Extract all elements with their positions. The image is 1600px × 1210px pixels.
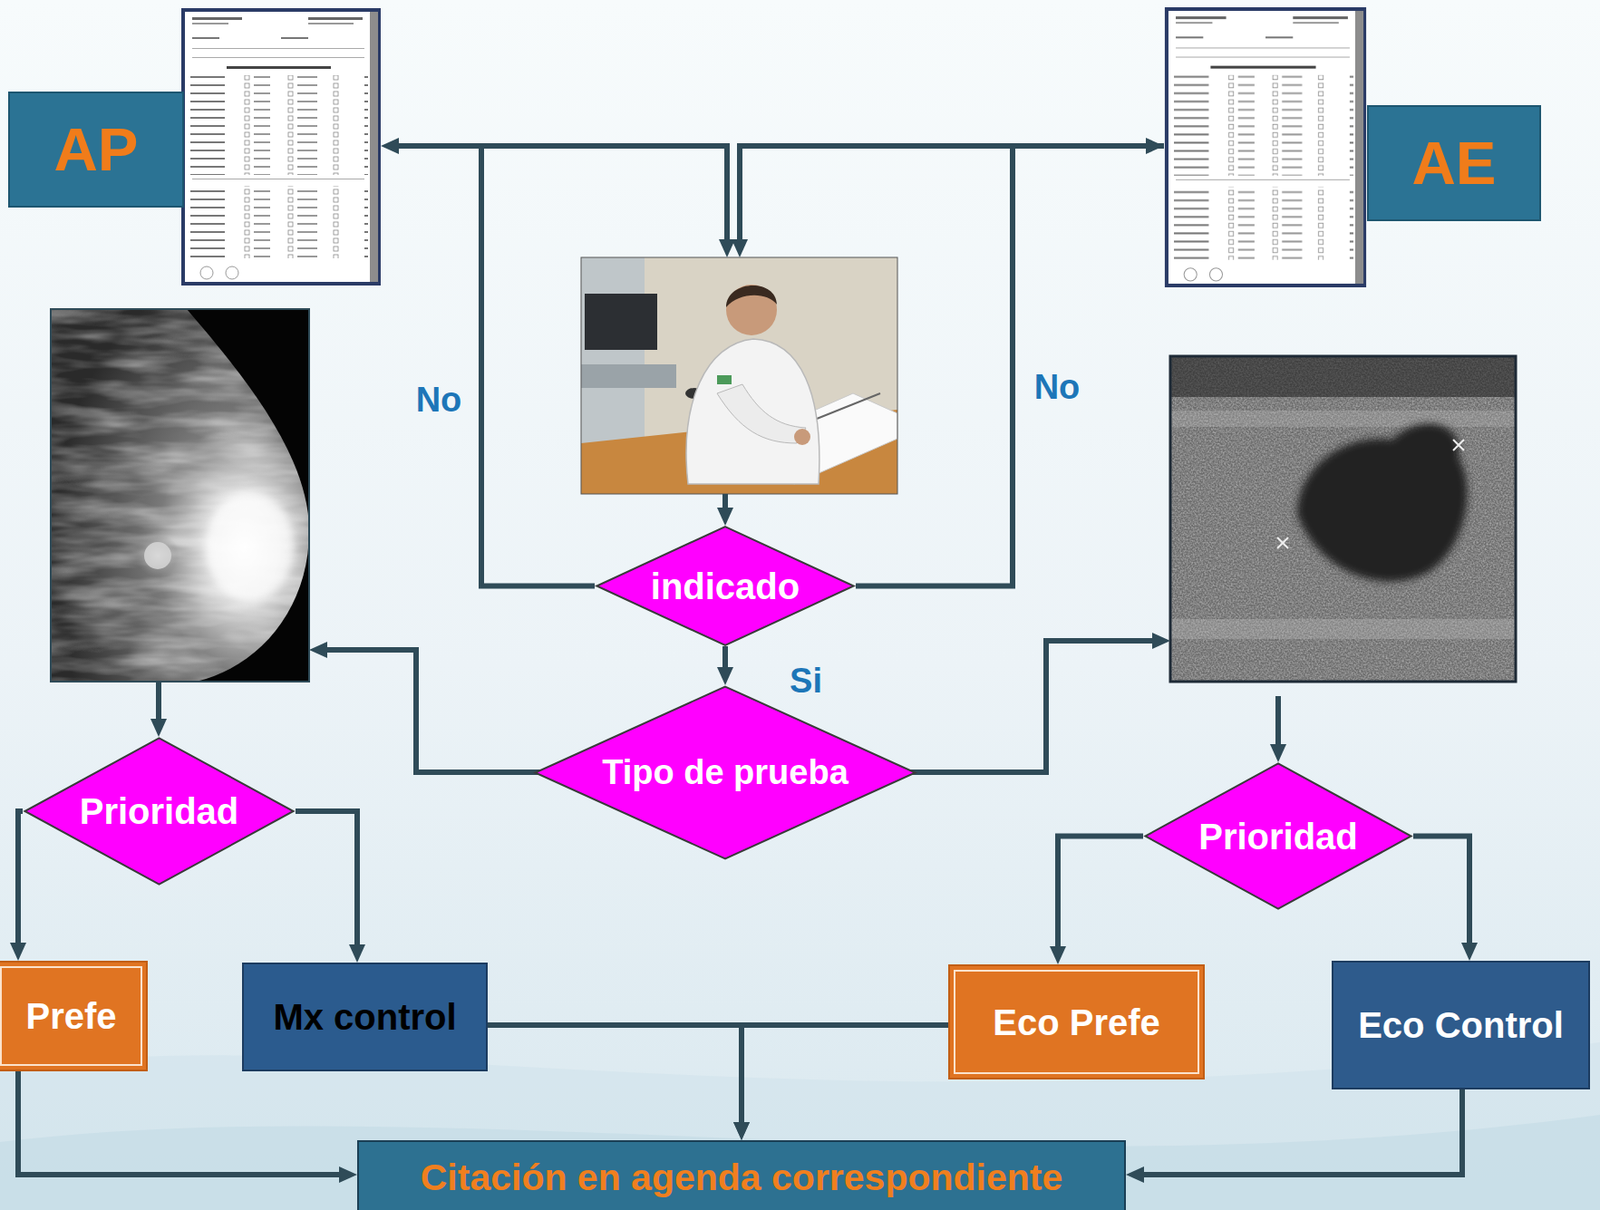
actor-label-box: AP [8, 91, 185, 208]
radiologist-photo [794, 428, 811, 446]
flow-line [722, 494, 728, 517]
radiologist-photo [581, 364, 677, 388]
ultrasound-image [1453, 439, 1465, 451]
ultrasound-image [1170, 356, 1516, 682]
mammogram-image [50, 309, 310, 682]
mammogram-image [206, 492, 294, 602]
connector [18, 1071, 349, 1175]
decision-diamond: indicado [594, 525, 856, 647]
mammogram-image [50, 309, 310, 682]
mammogram-image [50, 309, 310, 682]
mammogram-image [135, 533, 180, 578]
decision-diamond: Prioridad [1143, 762, 1414, 911]
ultrasound-image [1297, 424, 1467, 582]
radiologist-photo [581, 257, 898, 495]
edge-label: No [416, 380, 463, 421]
priority-box: Eco Prefe [948, 964, 1205, 1080]
ultrasound-image [1170, 356, 1516, 682]
connector [1413, 836, 1470, 953]
priority-box: Prefe [0, 960, 148, 1072]
node-text: Prioridad [1198, 815, 1358, 858]
flow-line [155, 681, 162, 728]
ultrasound-image [1277, 537, 1289, 549]
radiologist-photo [717, 375, 732, 385]
radiologist-photo [726, 284, 777, 336]
edge-label: No [1034, 368, 1081, 408]
node-text: AP [53, 114, 138, 185]
control-box: Mx control [242, 962, 488, 1072]
diamond-outline [534, 687, 915, 860]
ultrasound-image [1170, 356, 1516, 682]
node-text: Eco Control [1357, 1004, 1564, 1047]
node-text: AE [1411, 127, 1496, 198]
connector [295, 811, 358, 954]
connector [1134, 1089, 1463, 1175]
connector-layer [158, 145, 1279, 773]
diamond-outline [596, 526, 854, 646]
actor-box: AE [1163, 7, 1542, 288]
flow-line [1275, 696, 1281, 754]
mammogram-image [50, 309, 310, 682]
connector [855, 145, 1155, 587]
decision-diamond: Tipo de prueba [532, 685, 919, 861]
node-text: indicado [650, 565, 800, 608]
flow-line [481, 145, 728, 249]
connector [741, 1025, 949, 1132]
node-text: Prefe [25, 995, 117, 1038]
ultrasound-image [1170, 410, 1516, 427]
radiologist-photo [717, 384, 806, 444]
ultrasound-image [1170, 619, 1516, 640]
connector [18, 811, 23, 952]
diamond-outline [24, 737, 293, 884]
radiologist-photo [686, 339, 820, 485]
decision-diamond: Prioridad [22, 736, 296, 886]
node-text: Prioridad [79, 790, 240, 833]
node-text: Citación en agenda correspondiente [420, 1156, 1064, 1200]
connector [487, 1025, 742, 1132]
request-form [181, 8, 381, 286]
node-text: Tipo de prueba [601, 753, 849, 794]
connector [1057, 836, 1144, 957]
appointment-box: Citación en agenda correspondiente [357, 1140, 1126, 1210]
mammogram-image [50, 309, 310, 682]
edge-label: Si [789, 661, 823, 702]
diamond-outline [1144, 763, 1411, 909]
node-text: Mx control [272, 996, 456, 1038]
actor-label-box: AE [1367, 105, 1542, 222]
control-box: Eco Control [1331, 960, 1591, 1090]
radiologist-photo [584, 293, 658, 350]
ultrasound-image [1170, 356, 1516, 398]
radiologist-photo [581, 257, 898, 495]
node-text: Eco Prefe [992, 1001, 1161, 1044]
ultrasound-image [1170, 356, 1516, 682]
actor-box: AP [8, 8, 381, 286]
connector [722, 646, 728, 677]
connector [389, 145, 595, 587]
mammogram-image [50, 309, 310, 682]
request-form [1164, 7, 1367, 288]
flow-line [739, 145, 1013, 249]
mammogram-image [144, 542, 172, 570]
connector-layer [18, 145, 1470, 1175]
radiologist-photo [726, 285, 777, 308]
radiologist-photo [581, 257, 898, 495]
background-swoosh [0, 1115, 1600, 1210]
